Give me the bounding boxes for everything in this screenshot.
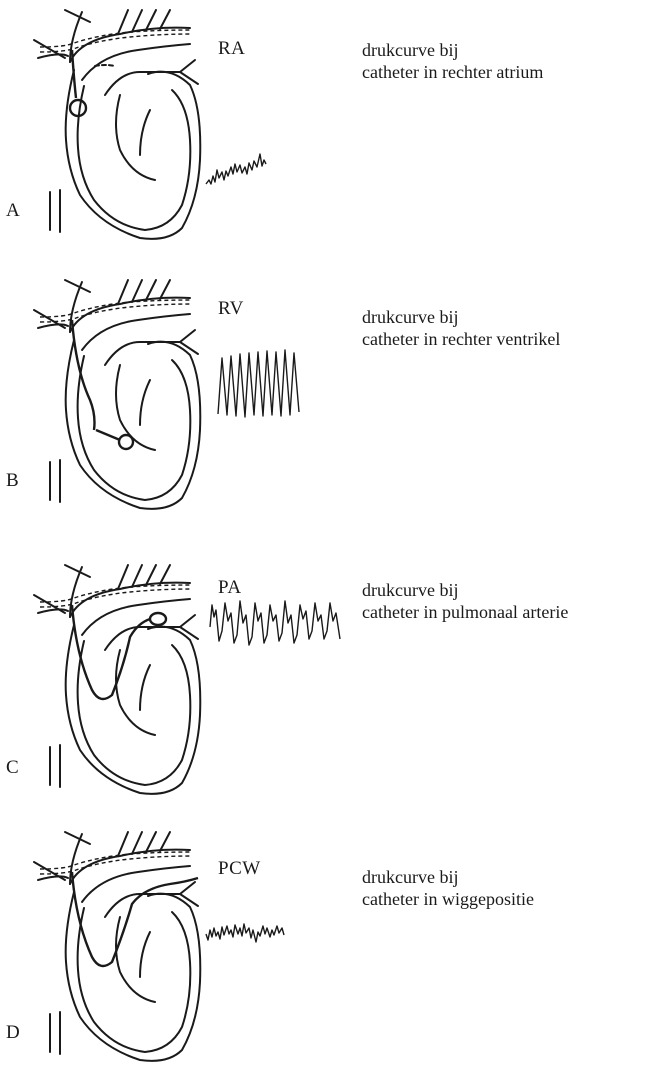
caption-line-1: drukcurve bij <box>362 579 568 601</box>
caption-line-2: catheter in pulmonaal arterie <box>362 601 568 623</box>
pressure-waveform-pcw <box>200 822 350 1072</box>
heart-illustration-b <box>20 270 220 520</box>
caption-b: drukcurve bij catheter in rechter ventri… <box>362 306 560 350</box>
caption-d: drukcurve bij catheter in wiggepositie <box>362 866 534 910</box>
panel-letter: C <box>6 757 19 779</box>
catheter-a <box>70 50 86 116</box>
heart-illustration-c <box>20 555 220 805</box>
caption-line-1: drukcurve bij <box>362 866 534 888</box>
panel-letter: B <box>6 470 19 492</box>
panel-a: A RA drukcurve bij catheter in rechter a… <box>0 0 649 250</box>
panel-b: B RV drukcurve bij catheter in rechter v… <box>0 270 649 520</box>
caption-line-2: catheter in rechter atrium <box>362 61 543 83</box>
pressure-waveform-ra <box>200 0 350 250</box>
heart-illustration-a <box>20 0 220 250</box>
caption-line-2: catheter in rechter ventrikel <box>362 328 560 350</box>
panel-letter: A <box>6 200 20 222</box>
waveform-line <box>206 154 266 184</box>
caption-line-1: drukcurve bij <box>362 39 543 61</box>
waveform-line <box>206 924 284 942</box>
heart-illustration-d <box>20 822 220 1072</box>
panel-d: D PCW drukcurve bij catheter in wiggepos… <box>0 822 649 1072</box>
panel-c: C PA drukcurve bij catheter in pulmonaal… <box>0 555 649 805</box>
catheter-b <box>72 320 133 449</box>
panel-letter: D <box>6 1022 20 1044</box>
caption-a: drukcurve bij catheter in rechter atrium <box>362 39 543 83</box>
pressure-waveform-pa <box>200 555 350 805</box>
caption-line-1: drukcurve bij <box>362 306 560 328</box>
caption-line-2: catheter in wiggepositie <box>362 888 534 910</box>
waveform-line <box>218 350 299 417</box>
waveform-line <box>210 601 340 645</box>
pressure-waveform-rv <box>200 270 350 520</box>
caption-c: drukcurve bij catheter in pulmonaal arte… <box>362 579 568 623</box>
